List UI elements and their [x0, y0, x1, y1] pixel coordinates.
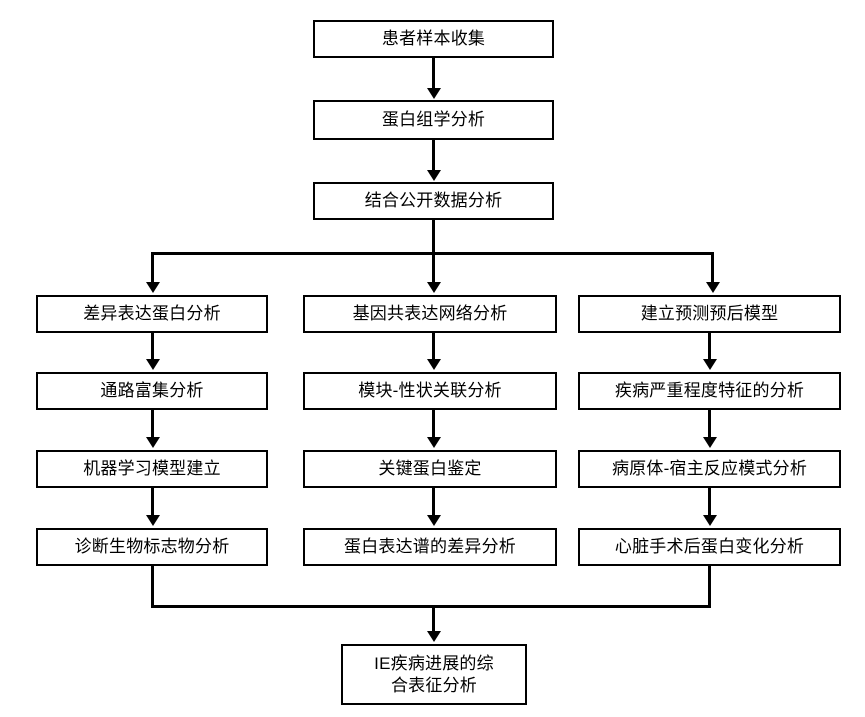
edge-r3-to-r4 — [708, 488, 711, 516]
node-machine-learning-model[interactable]: 机器学习模型建立 — [36, 450, 268, 488]
convergence-bus — [151, 605, 711, 608]
node-differential-protein-analysis[interactable]: 差异表达蛋白分析 — [36, 295, 268, 333]
arrowhead-r3-to-r4 — [703, 515, 717, 526]
edge-left-column-to-convergence — [151, 566, 154, 608]
node-patient-sample-collection[interactable]: 患者样本收集 — [313, 20, 554, 58]
arrowhead-m3-to-m4 — [427, 515, 441, 526]
edge-m1-to-m2 — [432, 333, 435, 361]
node-prognostic-prediction-model[interactable]: 建立预测预后模型 — [578, 295, 841, 333]
arrowhead-l3-to-l4 — [146, 515, 160, 526]
arrowhead-bus-to-middle-column — [427, 282, 441, 293]
edge-bus-to-middle-column — [432, 252, 435, 284]
arrowhead-convergence-to-terminal — [427, 631, 441, 642]
edge-bus-to-right-column — [711, 252, 714, 284]
arrowhead-n1-to-n2 — [427, 88, 441, 99]
arrowhead-r1-to-r2 — [703, 359, 717, 370]
node-protein-expression-profile-difference[interactable]: 蛋白表达谱的差异分析 — [303, 528, 557, 566]
edge-l1-to-l2 — [151, 333, 154, 361]
edge-bus-to-left-column — [151, 252, 154, 284]
node-module-trait-association[interactable]: 模块-性状关联分析 — [303, 372, 557, 410]
edge-m3-to-m4 — [432, 488, 435, 516]
node-diagnostic-biomarker-analysis[interactable]: 诊断生物标志物分析 — [36, 528, 268, 566]
node-ie-disease-progression-characterization[interactable]: IE疾病进展的综 合表征分析 — [341, 644, 527, 705]
arrowhead-m2-to-m3 — [427, 437, 441, 448]
edge-n3-to-bus — [432, 220, 435, 255]
edge-r2-to-r3 — [708, 410, 711, 438]
edge-convergence-to-terminal — [432, 605, 435, 633]
arrowhead-m1-to-m2 — [427, 359, 441, 370]
arrowhead-l1-to-l2 — [146, 359, 160, 370]
edge-m2-to-m3 — [432, 410, 435, 438]
node-disease-severity-features[interactable]: 疾病严重程度特征的分析 — [578, 372, 841, 410]
arrowhead-l2-to-l3 — [146, 437, 160, 448]
edge-r1-to-r2 — [708, 333, 711, 361]
edge-n1-to-n2 — [432, 58, 435, 90]
node-proteomics-analysis[interactable]: 蛋白组学分析 — [313, 100, 554, 140]
arrowhead-bus-to-right-column — [706, 282, 720, 293]
node-post-cardiac-surgery-protein-change[interactable]: 心脏手术后蛋白变化分析 — [578, 528, 841, 566]
edge-l3-to-l4 — [151, 488, 154, 516]
edge-l2-to-l3 — [151, 410, 154, 438]
arrowhead-r2-to-r3 — [703, 437, 717, 448]
arrowhead-bus-to-left-column — [146, 282, 160, 293]
arrowhead-n2-to-n3 — [427, 170, 441, 181]
edge-n2-to-n3 — [432, 140, 435, 172]
edge-right-column-to-convergence — [708, 566, 711, 608]
node-coexpression-network-analysis[interactable]: 基因共表达网络分析 — [303, 295, 557, 333]
node-pathway-enrichment-analysis[interactable]: 通路富集分析 — [36, 372, 268, 410]
node-pathogen-host-response-pattern[interactable]: 病原体-宿主反应模式分析 — [578, 450, 841, 488]
node-key-protein-identification[interactable]: 关键蛋白鉴定 — [303, 450, 557, 488]
node-public-data-integration[interactable]: 结合公开数据分析 — [313, 182, 554, 220]
